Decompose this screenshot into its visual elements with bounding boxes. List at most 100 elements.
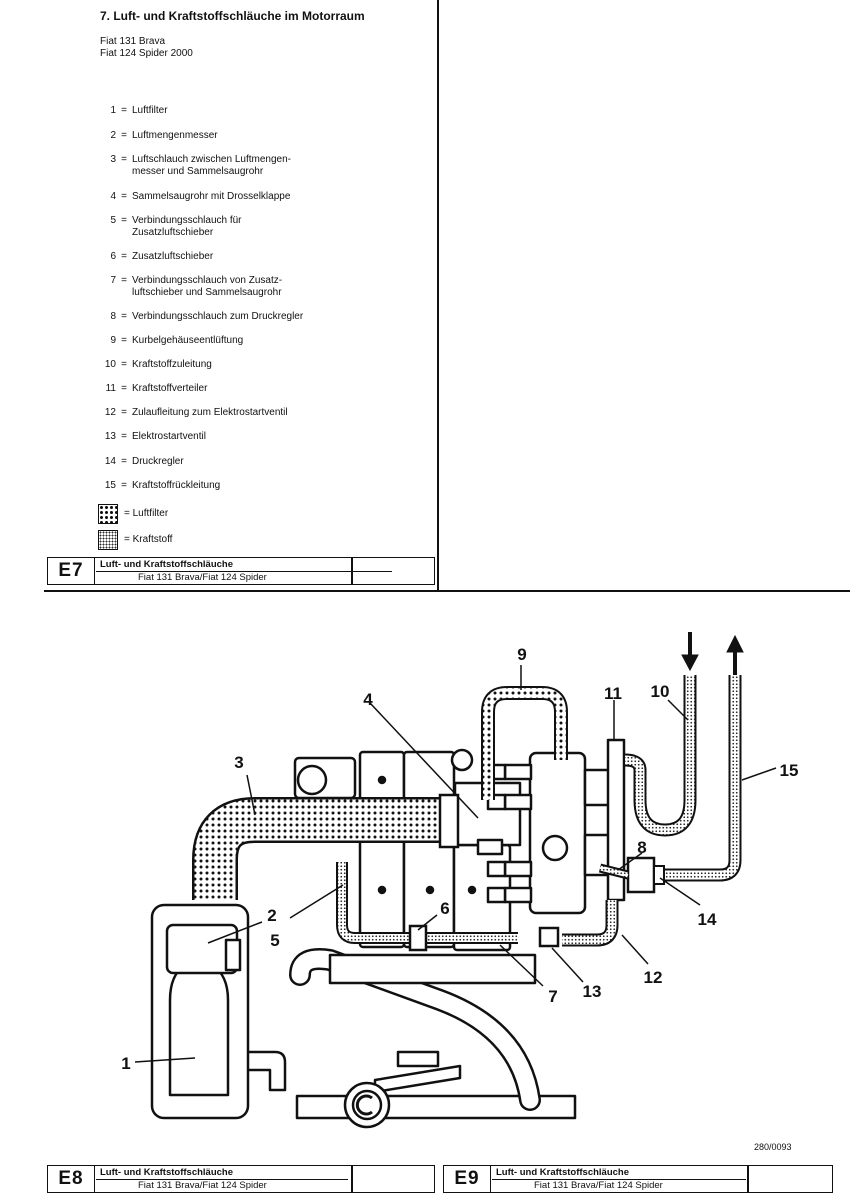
legend-text: Sammelsaugrohr mit Drosselklappe <box>132 191 408 203</box>
legend-text: Kurbelgehäuseentlüftung <box>132 335 408 347</box>
engine-hose-diagram: 1 2 3 4 5 6 7 8 9 10 11 12 13 14 15 <box>121 632 799 1129</box>
callout-13: 13 <box>583 982 602 1001</box>
footer-title: Luft- und Kraftstoffschläuche <box>100 559 233 570</box>
legend-text-line: luftschieber und Sammelsaugrohr <box>132 287 282 298</box>
footer-title: Luft- und Kraftstoffschläuche <box>496 1167 629 1178</box>
legend-equals: = <box>121 383 127 394</box>
callout-15: 15 <box>780 761 799 780</box>
fuel-distributor <box>528 751 587 915</box>
legend-item: 1 = Luftfilter <box>88 105 408 117</box>
legend-equals: = <box>121 335 127 346</box>
callout-4: 4 <box>363 690 373 709</box>
legend-text: Verbindungsschlauch von Zusatz-luftschie… <box>132 275 408 299</box>
legend-text-line: Verbindungsschlauch zum Druckregler <box>132 311 304 322</box>
callout-6: 6 <box>440 899 449 918</box>
legend-number: 11 <box>105 383 116 394</box>
legend-text-line: Luftmengenmesser <box>132 130 218 141</box>
footer-subtitle: Fiat 131 Brava/Fiat 124 Spider <box>534 1180 663 1191</box>
air-filter-swatch-label: = Luftfilter <box>124 508 169 519</box>
legend-text: Elektrostartventil <box>132 431 408 443</box>
figure-number: 280/0093 <box>754 1142 792 1152</box>
legend-item: 12=Zulaufleitung zum Elektrostartventil <box>88 407 408 419</box>
footer-code: E7 <box>48 558 95 584</box>
cold-start-valve <box>538 926 560 948</box>
footer-rule <box>492 1179 746 1180</box>
legend-text-line: Kraftstoffrückleitung <box>132 480 221 491</box>
legend-text-line: Kraftstoffverteiler <box>132 383 208 394</box>
legend-text: Kraftstoffzuleitung <box>132 359 408 371</box>
legend-equals: = <box>121 407 127 418</box>
page-divider-vertical <box>437 0 439 592</box>
legend-number: 1 <box>110 105 116 116</box>
fuel-swatch-label: = Kraftstoff <box>124 534 173 545</box>
footer-subtitle: Fiat 131 Brava/Fiat 124 Spider <box>138 1180 267 1191</box>
legend-text-line: Verbindungsschlauch von Zusatz- <box>132 275 283 286</box>
legend-text-line: Verbindungsschlauch für <box>132 215 242 226</box>
legend-item: 6 = Zusatzluftschieber <box>88 251 408 263</box>
callout-12: 12 <box>644 968 663 987</box>
legend-equals: = <box>121 251 127 262</box>
footer-e7: E7 Luft- und Kraftstoffschläuche Fiat 13… <box>47 557 435 585</box>
legend-text: Luftfilter <box>132 105 408 117</box>
legend-number: 13 <box>104 431 116 442</box>
model-line-2: Fiat 124 Spider 2000 <box>100 48 193 59</box>
legend-number: 15 <box>104 480 116 491</box>
footer-e8: E8 Luft- und Kraftstoffschläuche Fiat 13… <box>47 1165 435 1193</box>
legend-equals: = <box>121 215 127 226</box>
legend-item: 9 = Kurbelgehäuseentlüftung <box>88 335 408 347</box>
legend-equals: = <box>121 456 127 467</box>
footer-separator <box>351 1166 353 1192</box>
legend-item: 14 = Druckregler <box>88 456 408 468</box>
legend-number: 6 <box>110 251 116 262</box>
legend-number: 14 <box>104 456 116 467</box>
legend-equals: = <box>121 105 127 116</box>
legend-text-line: Luftfilter <box>132 105 168 116</box>
callout-5: 5 <box>270 931 279 950</box>
footer-e9: E9 Luft- und Kraftstoffschläuche Fiat 13… <box>443 1165 833 1193</box>
legend-number: 9 <box>110 335 116 346</box>
page-title: 7. Luft- und Kraftstoffschläuche im Moto… <box>100 9 365 23</box>
footer-code: E8 <box>48 1166 95 1192</box>
callout-9: 9 <box>517 645 526 664</box>
legend-number: 2 <box>110 130 116 141</box>
legend-equals: = <box>121 275 127 286</box>
callout-3: 3 <box>234 753 243 772</box>
legend-equals: = <box>121 480 127 491</box>
legend-text-line: Elektrostartventil <box>132 431 206 442</box>
legend-equals: = <box>121 359 127 370</box>
legend-number: 5 <box>110 215 116 226</box>
callout-7: 7 <box>548 987 557 1006</box>
legend-number: 3 <box>110 154 116 165</box>
legend-item: 7 = Verbindungsschlauch von Zusatz-luftsch… <box>88 275 408 299</box>
legend-text-line: Zusatzluftschieber <box>132 227 214 238</box>
legend-item: 2=Luftmengenmesser <box>88 130 408 142</box>
engine-base <box>328 953 537 985</box>
footer-subtitle: Fiat 131 Brava/Fiat 124 Spider <box>138 572 267 583</box>
callout-2: 2 <box>267 906 276 925</box>
legend-number: 7 <box>110 275 116 286</box>
legend-item: 11 = Kraftstoffverteiler <box>88 383 408 395</box>
legend-text: Verbindungsschlauch zum Druckregler <box>132 311 408 323</box>
legend-item: 3 = Luftschlauch zwischen Luftmengen-messe… <box>88 154 408 178</box>
legend-equals: = <box>121 431 127 442</box>
legend-item: 8=Verbindungsschlauch zum Druckregler <box>88 311 408 323</box>
legend-number: 4 <box>110 191 116 202</box>
footer-title: Luft- und Kraftstoffschläuche <box>100 1167 233 1178</box>
radiator-cap <box>396 1050 440 1068</box>
air-filter-swatch <box>98 504 118 524</box>
legend-number: 8 <box>110 311 116 322</box>
legend-text: Luftschlauch zwischen Luftmengen-messer … <box>132 154 408 178</box>
footer-code: E9 <box>444 1166 491 1192</box>
legend-text: Druckregler <box>132 456 408 468</box>
page-divider-horizontal <box>44 590 850 592</box>
legend-equals: = <box>121 191 127 202</box>
fuel-return-line <box>660 675 742 882</box>
legend-number: 10 <box>104 359 116 370</box>
legend-text-line: Zusatzluftschieber <box>132 251 214 262</box>
footer-rule <box>96 1179 348 1180</box>
legend-equals: = <box>121 154 127 165</box>
callout-1: 1 <box>121 1054 130 1073</box>
legend-text: Kraftstoffrückleitung <box>132 480 408 492</box>
legend-text-line: Druckregler <box>132 456 184 467</box>
